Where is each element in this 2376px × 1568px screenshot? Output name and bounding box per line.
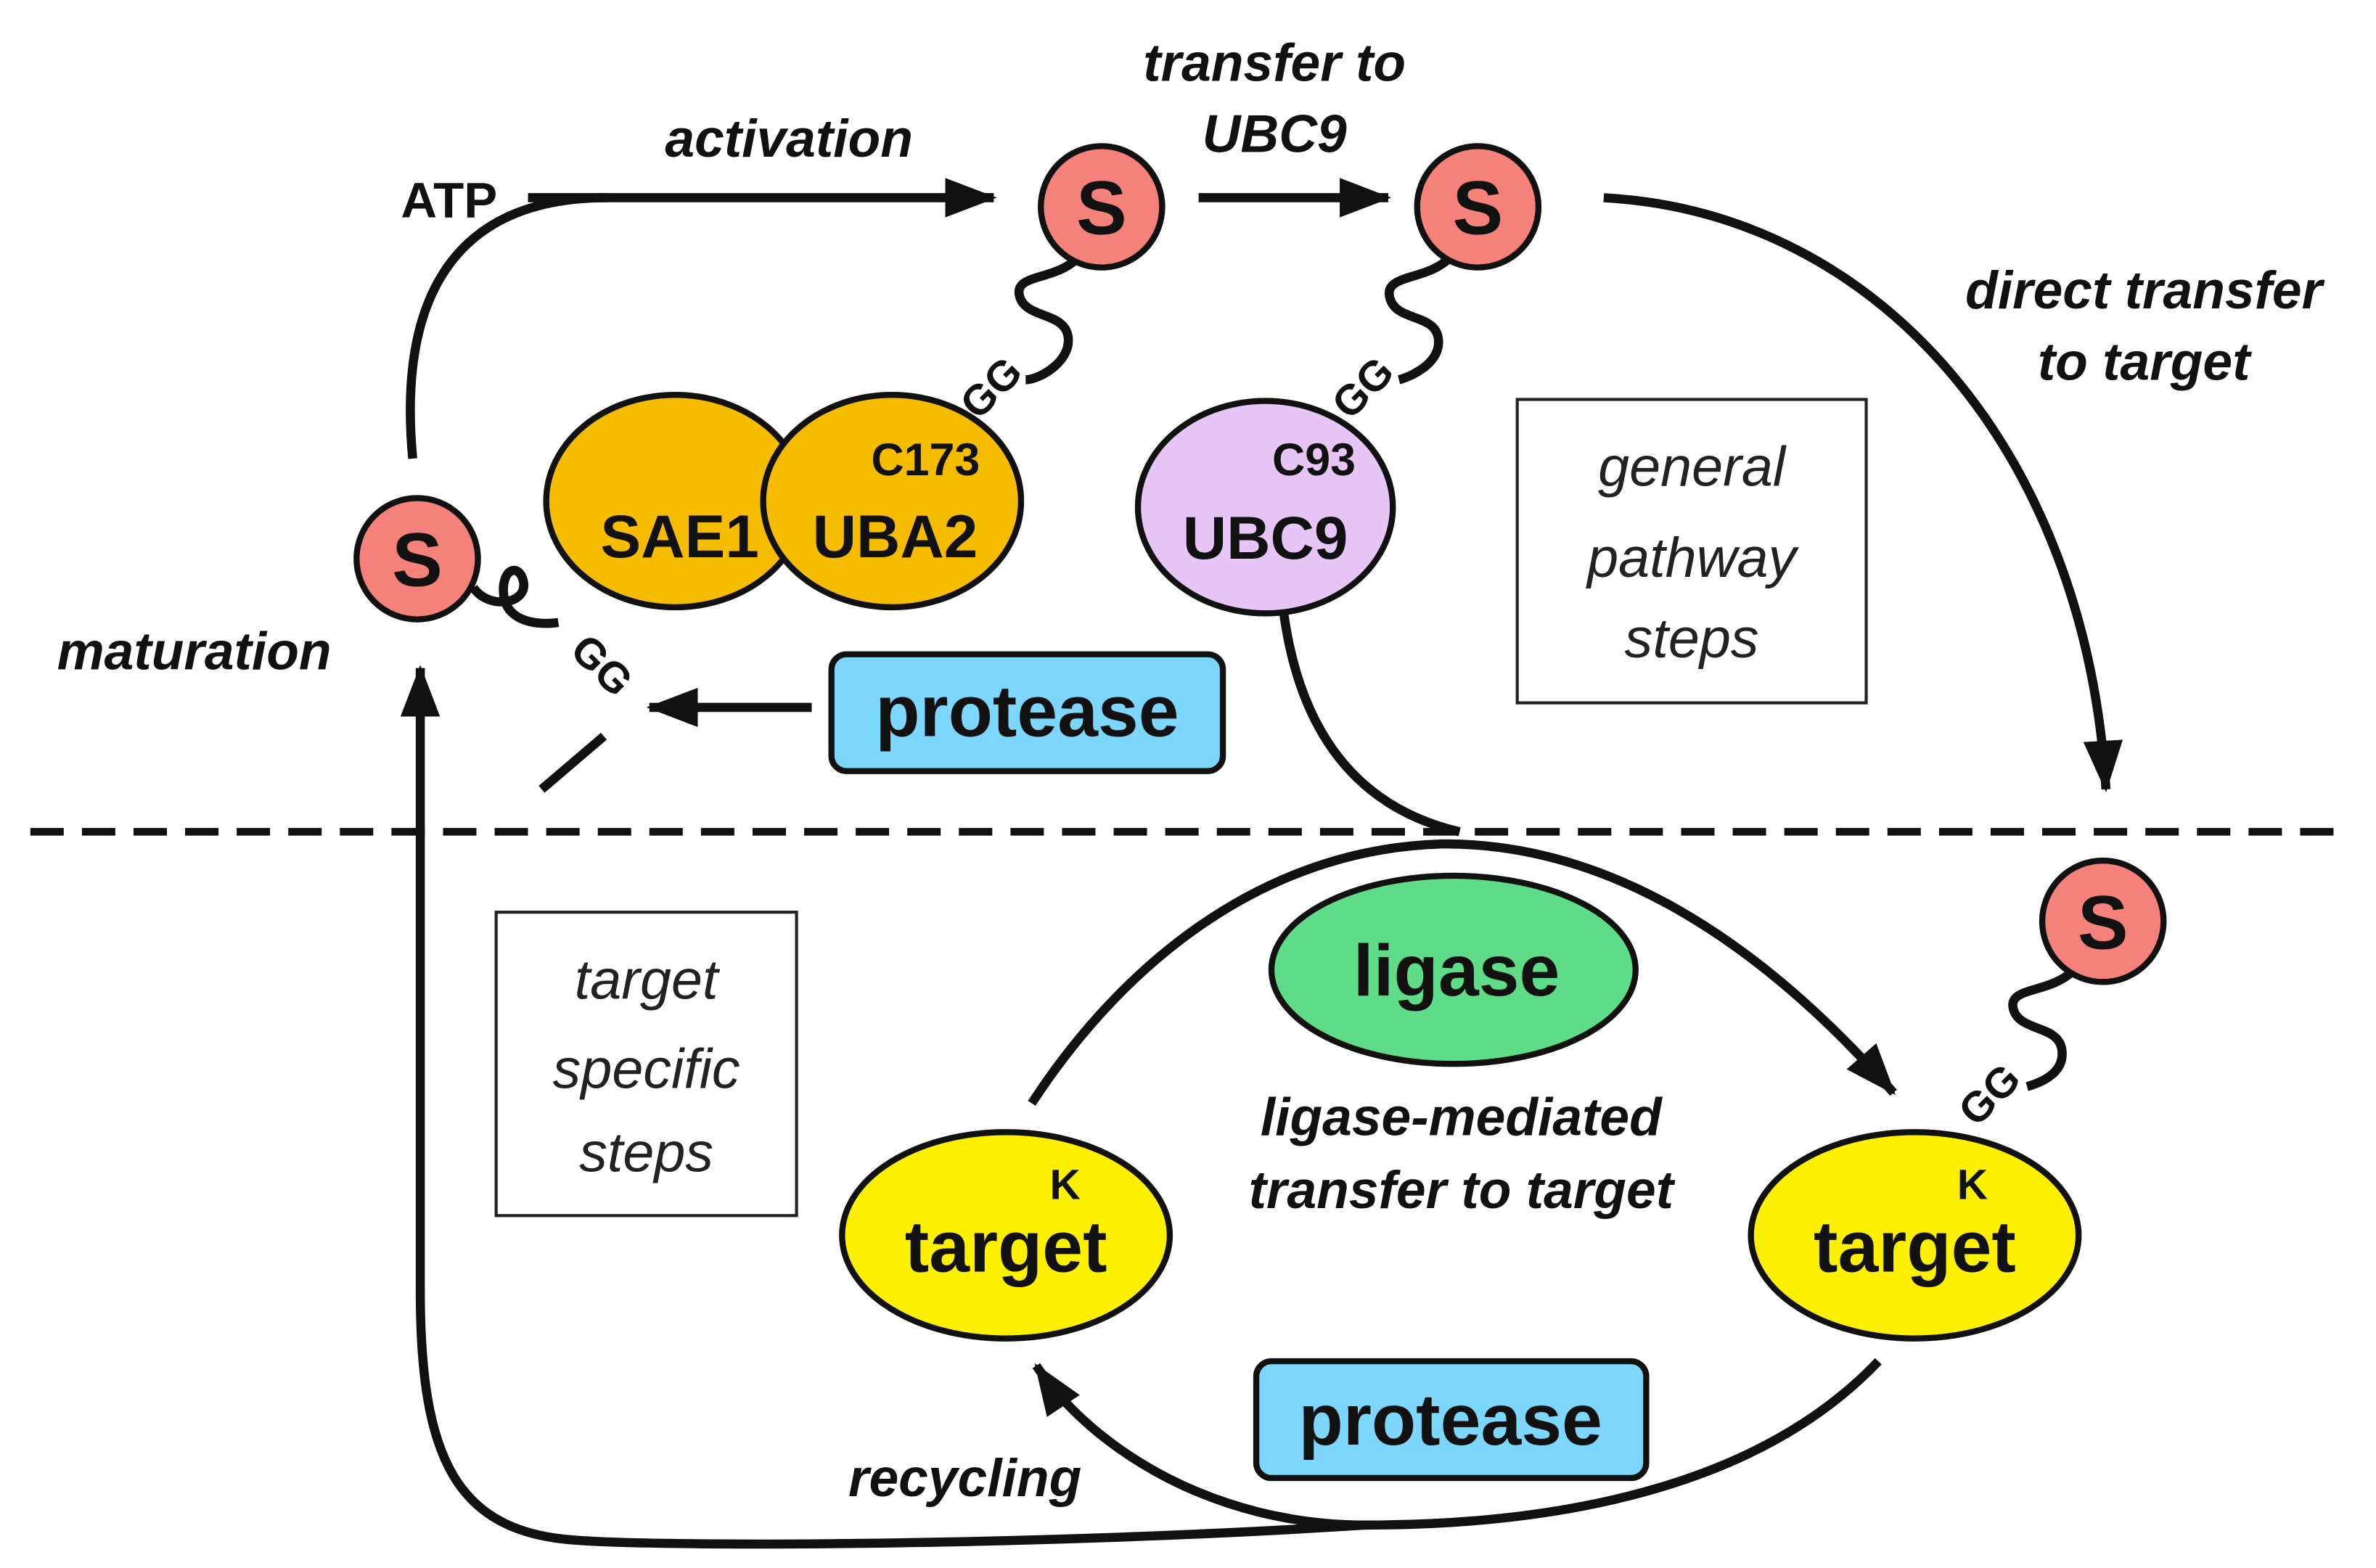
gg-label-target: GG <box>1950 1055 2030 1135</box>
direct-transfer-label-2: to target <box>2038 332 2252 391</box>
maturation-label: maturation <box>57 622 332 681</box>
target-box-line-1: target <box>575 948 721 1011</box>
atp-label: ATP <box>401 173 497 229</box>
uba2-ellipse <box>760 392 1025 611</box>
sumo-target-label: S <box>2078 880 2129 965</box>
ubc9-enzyme: UBC9 C93 <box>1134 398 1396 617</box>
ubc9-ellipse <box>1134 398 1396 617</box>
e1-complex: SAE1 UBA2 C173 <box>543 392 1025 611</box>
protease-bottom-label: protease <box>1299 1379 1602 1461</box>
uba2-site-label: C173 <box>871 435 980 485</box>
target-right: target K <box>1748 1129 2082 1342</box>
recycling-protease-arrow <box>1032 1358 1882 1530</box>
sumo-maturation-label: S <box>392 518 443 603</box>
recycling-loop-arrow <box>400 665 1367 1549</box>
target-right-ellipse <box>1748 1129 2082 1342</box>
sumo-tail-target <box>2008 967 2076 1091</box>
target-left-label: target <box>905 1207 1107 1288</box>
ligase-label: ligase <box>1353 930 1560 1011</box>
ligase-mediated-label-1: ligase-mediated <box>1261 1087 1663 1146</box>
target-left-site-label: K <box>1050 1161 1081 1208</box>
maturation-to-activation-arc <box>406 193 607 459</box>
activation-label: activation <box>665 109 912 168</box>
recycling-label: recycling <box>848 1448 1081 1508</box>
target-specific-steps-box: target specific steps <box>494 911 798 1218</box>
general-box-line-1: general <box>1598 436 1787 498</box>
ubc9-site-label: C93 <box>1272 435 1356 485</box>
general-pathway-steps-box: general pathway steps <box>1515 398 1868 705</box>
sumo-ubc9: S <box>1414 143 1542 271</box>
sumo-uba2: S <box>1038 143 1166 271</box>
uba2-label: UBA2 <box>813 502 978 570</box>
sumo-tail-uba2 <box>1014 255 1081 385</box>
sumo-tail-maturation <box>470 565 560 628</box>
ligase-transfer-arrow <box>1028 839 1897 1107</box>
target-right-label: target <box>1814 1207 2016 1288</box>
ubc9-to-ligase-curve <box>1279 611 1461 837</box>
target-box-line-2: specific <box>553 1038 740 1101</box>
sumo-ubc9-label: S <box>1452 166 1503 251</box>
gg-label-maturation: GG <box>562 625 642 705</box>
transfer-ubc9-label-2: UBC9 <box>1203 104 1347 164</box>
direct-transfer-arrow <box>1603 193 2123 792</box>
sumo-tail-ubc9 <box>1385 255 1453 385</box>
target-left: target K <box>839 1129 1173 1342</box>
general-box-line-3: steps <box>1625 607 1759 670</box>
target-right-site-label: K <box>1957 1161 1988 1208</box>
protease-top-label: protease <box>875 671 1179 752</box>
ligase-ellipse <box>1268 872 1639 1067</box>
direct-transfer-label-1: direct transfer <box>1965 260 2324 320</box>
target-left-ellipse <box>839 1129 1173 1342</box>
protease-bottom: protease <box>1253 1358 1650 1482</box>
sumo-uba2-label: S <box>1076 166 1127 251</box>
ligase-mediated-label-2: transfer to target <box>1249 1160 1676 1220</box>
sumo-target: S <box>2039 857 2167 985</box>
ubc9-label: UBC9 <box>1183 504 1348 572</box>
ligase-enzyme: ligase <box>1268 872 1639 1067</box>
protease-top: protease <box>828 651 1226 774</box>
target-box-line-3: steps <box>579 1122 713 1184</box>
sae1-label: SAE1 <box>600 502 758 570</box>
cleaved-peptide-line <box>538 732 607 793</box>
transfer-ubc9-label-1: transfer to <box>1143 33 1406 92</box>
general-box-line-2: pathway <box>1586 527 1799 589</box>
sumo-maturation: S <box>353 495 481 623</box>
